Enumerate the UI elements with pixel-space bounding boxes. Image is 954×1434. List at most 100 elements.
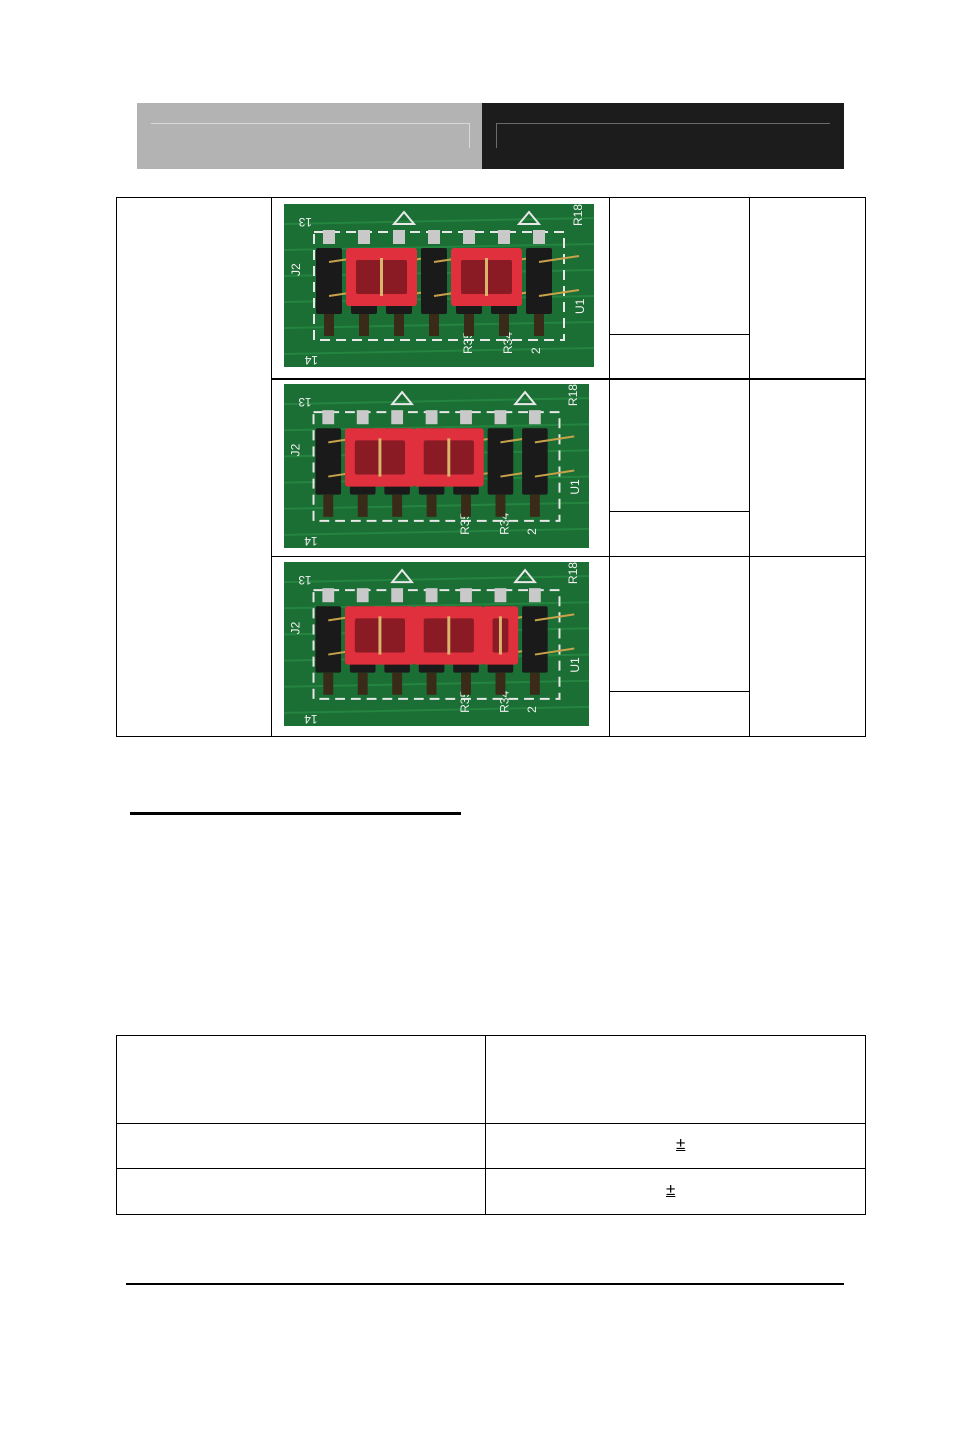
header-left-rule bbox=[151, 123, 470, 148]
header-pin-top bbox=[391, 410, 404, 425]
pcb-trace bbox=[284, 397, 589, 406]
pcb-trace bbox=[284, 527, 589, 536]
silkscreen-triangle bbox=[390, 568, 415, 584]
silkscreen-text: 14 bbox=[304, 534, 317, 548]
silkscreen-text: R34 bbox=[497, 690, 511, 713]
header-pin-bottom bbox=[461, 494, 471, 517]
row-divider-1 bbox=[271, 378, 866, 380]
setting-subdivider-2 bbox=[609, 511, 749, 512]
header-pin-top bbox=[494, 588, 507, 603]
silkscreen-text: U1 bbox=[573, 298, 587, 314]
header-right-rule bbox=[496, 123, 830, 148]
header-pin bbox=[534, 435, 575, 444]
header-pin-top bbox=[460, 588, 472, 603]
spec-row-1-value: ± bbox=[676, 1134, 686, 1153]
header-pin-bottom bbox=[323, 672, 334, 695]
silkscreen-triangle bbox=[516, 210, 542, 225]
header-pin-bottom bbox=[426, 494, 437, 517]
header-left-band bbox=[137, 103, 482, 169]
silkscreen-text: R34 bbox=[497, 512, 511, 535]
header-pin-bottom bbox=[461, 672, 471, 695]
header-pin-bottom bbox=[357, 672, 368, 695]
col-divider-3 bbox=[749, 197, 750, 737]
spec-row-divider-1 bbox=[116, 1123, 866, 1124]
silkscreen-text: U1 bbox=[568, 479, 582, 495]
header-pin-top bbox=[494, 410, 507, 425]
silkscreen-text: J2 bbox=[289, 443, 303, 456]
silkscreen-outline bbox=[313, 231, 565, 341]
spec-border-top bbox=[116, 1035, 866, 1036]
header-pin-bottom bbox=[495, 494, 506, 517]
header-pin-top bbox=[498, 230, 510, 244]
setting-subdivider-3 bbox=[609, 691, 749, 692]
spec-row-2-value: ± bbox=[666, 1180, 676, 1199]
silkscreen-text: R35 bbox=[458, 690, 472, 713]
header-pin-bottom bbox=[464, 314, 474, 336]
header-pin-top bbox=[528, 410, 541, 425]
setting-subdivider-1 bbox=[609, 334, 749, 335]
pcb-trace bbox=[284, 705, 589, 714]
header-body bbox=[522, 428, 548, 495]
col-divider-2 bbox=[609, 197, 610, 737]
pcb-trace bbox=[284, 217, 594, 225]
header-body bbox=[487, 428, 514, 495]
header-pin-bottom bbox=[324, 314, 334, 336]
header-pin-top bbox=[463, 230, 475, 244]
header-pin-top bbox=[460, 410, 472, 425]
header-pin-bottom bbox=[495, 672, 506, 695]
header-pin-top bbox=[425, 588, 438, 603]
header-pin-top bbox=[533, 230, 545, 244]
header-right-band bbox=[482, 103, 844, 169]
spec-border-left bbox=[116, 1035, 117, 1215]
silkscreen-outline bbox=[312, 411, 561, 522]
silkscreen-text: R18 bbox=[566, 384, 580, 406]
header-pin-bottom bbox=[392, 494, 403, 517]
header-pin bbox=[538, 255, 580, 263]
header-pin-top bbox=[393, 230, 405, 244]
header-pin bbox=[534, 647, 575, 656]
silkscreen-text: 2 bbox=[529, 347, 543, 354]
header-pin-top bbox=[356, 410, 369, 425]
silkscreen-text: U1 bbox=[568, 657, 582, 673]
header-pin-top bbox=[322, 410, 335, 425]
silkscreen-triangle bbox=[513, 390, 537, 406]
header-pin-top bbox=[322, 588, 335, 603]
silkscreen-triangle bbox=[513, 568, 537, 584]
header-pin-bottom bbox=[429, 314, 439, 336]
col-divider-1 bbox=[271, 197, 272, 737]
silkscreen-text: J2 bbox=[289, 263, 303, 276]
pcb-trace bbox=[284, 347, 594, 355]
jumper-setting-table bbox=[116, 197, 866, 737]
header-pin-top bbox=[323, 230, 335, 244]
table-border-right bbox=[865, 197, 866, 737]
header-body bbox=[315, 428, 342, 495]
header-pin-top bbox=[428, 230, 440, 244]
header-pin-bottom bbox=[534, 314, 544, 336]
header-pin-bottom bbox=[357, 494, 368, 517]
header-body bbox=[526, 248, 552, 314]
header-body bbox=[421, 248, 447, 314]
silkscreen-text: 14 bbox=[304, 353, 318, 367]
row-divider-2 bbox=[271, 556, 866, 557]
header-pin-bottom bbox=[392, 672, 403, 695]
pcb-trace bbox=[284, 575, 589, 584]
spec-border-right bbox=[865, 1035, 866, 1215]
header-pin bbox=[538, 289, 580, 297]
header-pin-top bbox=[356, 588, 369, 603]
header-pin-bottom bbox=[529, 494, 540, 517]
silkscreen-text: R34 bbox=[501, 332, 515, 354]
silkscreen-text: 14 bbox=[304, 712, 317, 726]
silkscreen-text: 13 bbox=[298, 573, 311, 587]
header-pin-top bbox=[391, 588, 404, 603]
header-body bbox=[522, 606, 548, 673]
header-pin bbox=[534, 469, 575, 478]
spec-row-divider-2 bbox=[116, 1168, 866, 1169]
silkscreen-text: 2 bbox=[525, 528, 539, 535]
section-heading-underline bbox=[130, 812, 461, 815]
